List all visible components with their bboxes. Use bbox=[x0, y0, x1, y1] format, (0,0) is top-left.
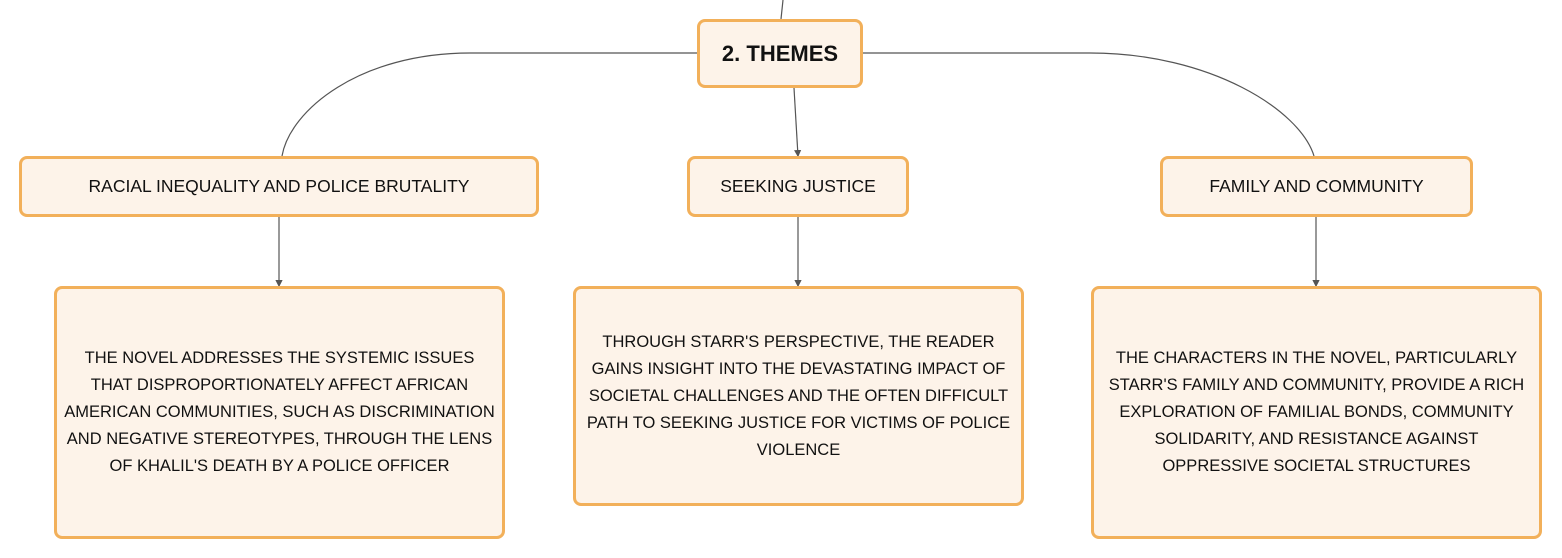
root-node-themes[interactable]: 2. THEMES bbox=[697, 19, 863, 88]
description-node-family-community[interactable]: THE CHARACTERS IN THE NOVEL, PARTICULARL… bbox=[1091, 286, 1542, 539]
theme-title: SEEKING JUSTICE bbox=[720, 176, 876, 196]
connector-root-to-family-community bbox=[863, 52, 1315, 157]
theme-description: THROUGH STARR'S PERSPECTIVE, THE READER … bbox=[586, 332, 1011, 459]
theme-description: THE NOVEL ADDRESSES THE SYSTEMIC ISSUES … bbox=[64, 349, 495, 475]
description-node-seeking-justice[interactable]: THROUGH STARR'S PERSPECTIVE, THE READER … bbox=[573, 286, 1024, 506]
theme-node-family-community[interactable]: FAMILY AND COMMUNITY bbox=[1160, 156, 1473, 217]
connector-root-to-seeking-justice bbox=[793, 87, 802, 158]
theme-node-seeking-justice[interactable]: SEEKING JUSTICE bbox=[687, 156, 909, 217]
theme-description: THE CHARACTERS IN THE NOVEL, PARTICULARL… bbox=[1108, 349, 1525, 475]
root-node-label: 2. THEMES bbox=[721, 40, 839, 66]
incoming-connector bbox=[780, 0, 784, 20]
theme-title: FAMILY AND COMMUNITY bbox=[1209, 176, 1424, 196]
description-node-racial-inequality[interactable]: THE NOVEL ADDRESSES THE SYSTEMIC ISSUES … bbox=[54, 286, 505, 539]
connector-root-to-racial-inequality bbox=[281, 52, 697, 157]
theme-node-racial-inequality[interactable]: RACIAL INEQUALITY AND POLICE BRUTALITY bbox=[19, 156, 539, 217]
theme-title: RACIAL INEQUALITY AND POLICE BRUTALITY bbox=[88, 176, 470, 196]
